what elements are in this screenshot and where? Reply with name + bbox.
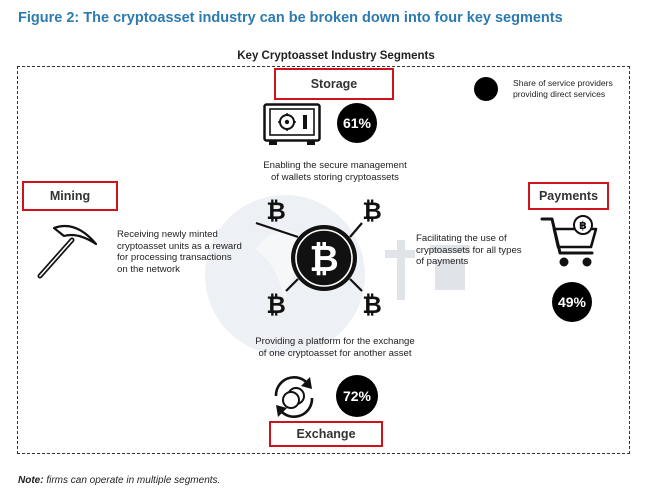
mining-desc-line-3: for processing transactions bbox=[117, 252, 232, 263]
payments-desc-line-1: Facilitating the use of bbox=[416, 233, 507, 244]
storage-description: Enabling the secure management of wallet… bbox=[220, 160, 450, 183]
legend-dot bbox=[474, 77, 498, 101]
figure-title: Figure 2: The cryptoasset industry can b… bbox=[18, 10, 563, 26]
exchange-description: Providing a platform for the exchange of… bbox=[215, 336, 455, 359]
bitcoin-network-diagram: ₿ ₿ ₿ ₿ ₿ bbox=[255, 197, 382, 319]
exchange-label-box: Exchange bbox=[269, 421, 383, 447]
legend-text: Share of service providers providing dir… bbox=[513, 78, 613, 99]
payments-description: Facilitating the use of cryptoassets for… bbox=[416, 233, 541, 268]
payments-desc-line-2: cryptoassets for all types bbox=[416, 244, 522, 256]
mining-description: Receiving newly minted cryptoasset units… bbox=[117, 229, 277, 275]
payments-percent-badge: 49% bbox=[552, 282, 592, 322]
bitcoin-coin-ring bbox=[295, 229, 353, 287]
legend-line-1: Share of service providers bbox=[513, 78, 613, 88]
payments-label-box: Payments bbox=[528, 182, 609, 210]
legend-line-2: providing direct services bbox=[513, 88, 606, 99]
storage-label-box: Storage bbox=[274, 68, 394, 100]
mining-label-box: Mining bbox=[22, 181, 118, 211]
payments-label: Payments bbox=[538, 189, 599, 203]
note-label: Note: bbox=[18, 475, 44, 486]
exchange-arrows-icon bbox=[274, 376, 314, 418]
storage-desc-line-2: of wallets storing cryptoassets bbox=[271, 171, 399, 183]
bitcoin-icon: ₿ bbox=[266, 291, 286, 319]
note-text: firms can operate in multiple segments. bbox=[43, 475, 221, 486]
connector-line-bottom-left bbox=[285, 278, 299, 292]
safe-icon bbox=[263, 103, 321, 145]
exchange-desc-line-1: Providing a platform for the exchange bbox=[255, 336, 415, 347]
exchange-label: Exchange bbox=[296, 427, 356, 441]
payments-desc-line-3: of payments bbox=[416, 256, 469, 267]
mining-label: Mining bbox=[49, 189, 91, 203]
svg-text:฿: ฿ bbox=[579, 219, 587, 232]
storage-percent-badge: 61% bbox=[337, 103, 377, 143]
mining-desc-line-1: Receiving newly minted bbox=[117, 229, 218, 240]
storage-desc-line-1: Enabling the secure management bbox=[263, 160, 407, 171]
diagram-frame bbox=[17, 66, 630, 454]
bitcoin-icon: ₿ bbox=[309, 239, 338, 280]
mining-desc-line-2: cryptoasset units as a reward bbox=[117, 240, 242, 252]
diagram-title: Key Cryptoasset Industry Segments bbox=[231, 50, 441, 62]
bitcoin-icon: ₿ bbox=[362, 197, 382, 225]
exchange-desc-line-2: of one cryptoasset for another asset bbox=[258, 347, 412, 359]
bitcoin-coin-outer bbox=[291, 225, 357, 291]
exchange-percent: 72% bbox=[342, 388, 372, 404]
bitcoin-icon: ₿ bbox=[362, 291, 382, 319]
connector-line-top-left bbox=[255, 221, 299, 239]
storage-percent: 61% bbox=[342, 115, 372, 131]
bitcoin-icon: ₿ bbox=[266, 197, 286, 225]
storage-label: Storage bbox=[310, 77, 358, 91]
footnote: Note: firms can operate in multiple segm… bbox=[18, 475, 220, 486]
shopping-cart-icon: ฿ bbox=[540, 215, 598, 267]
mining-desc-line-4: on the network bbox=[117, 263, 180, 275]
payments-percent: 49% bbox=[557, 294, 587, 310]
diagram-title-wrap: Key Cryptoasset Industry Segments bbox=[0, 50, 672, 62]
connector-line-top-right bbox=[349, 222, 363, 238]
pickaxe-icon bbox=[37, 224, 98, 279]
connector-line-bottom-right bbox=[349, 278, 363, 292]
exchange-percent-badge: 72% bbox=[336, 375, 378, 417]
